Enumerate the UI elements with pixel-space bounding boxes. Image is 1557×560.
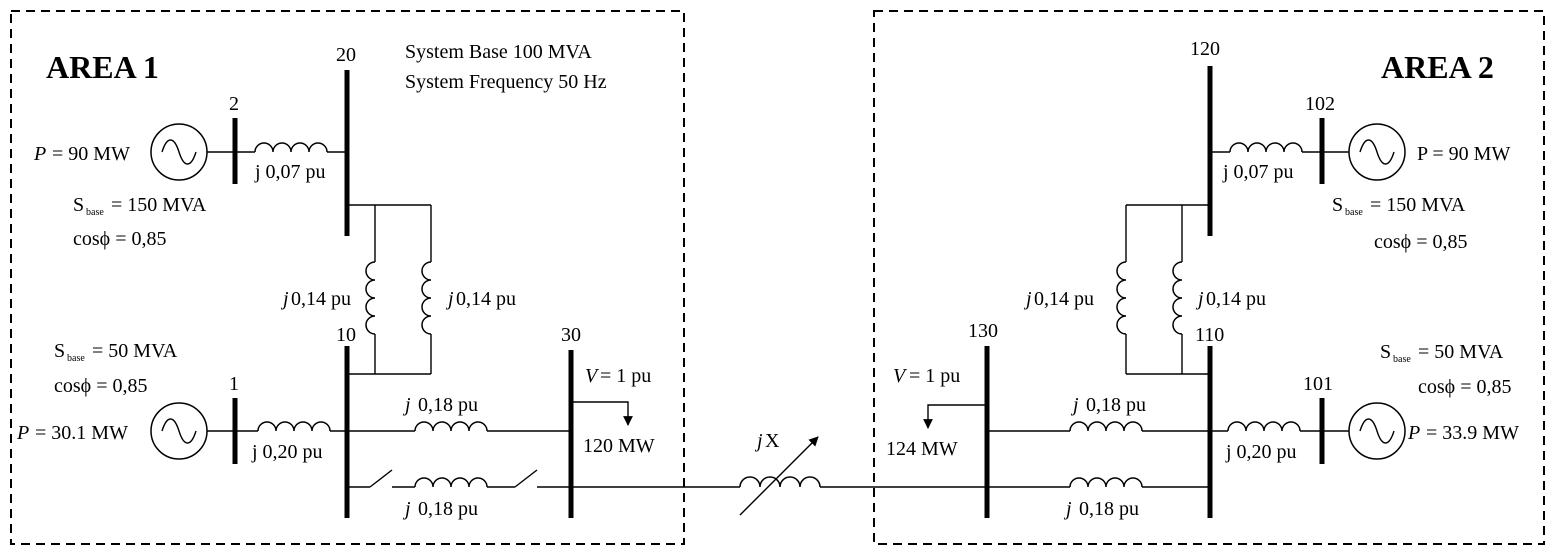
impedance-10-20-right-j: j	[445, 288, 454, 310]
generator-101-sine-icon	[1359, 418, 1395, 444]
inductor-110-120-right	[1172, 261, 1183, 335]
bus-30-label: 30	[561, 324, 581, 346]
gen1-sbase-subscript: base	[67, 353, 85, 364]
gen102-power-factor: cosϕ = 0,85	[1374, 231, 1467, 253]
switch-10-30-a[interactable]	[369, 469, 393, 488]
impedance-10-20-left-j: j	[280, 288, 289, 310]
gen102-sbase-subscript: base	[1345, 207, 1363, 218]
area1-boundary	[10, 10, 685, 545]
gen102-sbase-symbol: S	[1332, 194, 1343, 216]
gen2-sbase-symbol: S	[73, 194, 84, 216]
impedance-1-10: j 0,20 pu	[251, 441, 323, 463]
tie-line-inductor	[739, 476, 821, 488]
inductor-10-30-switched	[414, 477, 488, 488]
bus130-v-value: = 1 pu	[909, 365, 960, 387]
inductor-10-30	[414, 421, 488, 432]
bus-101-label: 101	[1303, 373, 1333, 395]
gen2-p-symbol: P	[33, 143, 46, 165]
impedance-10-20-left-value: 0,14 pu	[291, 288, 351, 310]
switch-10-30-b[interactable]	[514, 469, 538, 488]
inductor-1-10	[257, 421, 331, 432]
gen2-sbase-subscript: base	[86, 207, 104, 218]
generator-2-sine-icon	[161, 139, 197, 165]
impedance-110-130b-value: 0,18 pu	[1079, 498, 1139, 520]
impedance-110-130-j: j	[1070, 394, 1079, 416]
bus130-load-value: 124 MW	[886, 438, 958, 460]
impedance-101-110: j 0,20 pu	[1225, 441, 1297, 463]
gen1-sbase-value: = 50 MVA	[92, 340, 178, 362]
impedance-10-30b-j: j	[402, 498, 411, 520]
gen101-sbase-value: = 50 MVA	[1418, 341, 1504, 363]
load-130-arrow	[923, 404, 987, 429]
gen1-p-symbol: P	[16, 422, 29, 444]
bus-120-label: 120	[1190, 38, 1220, 60]
inductor-102-120	[1229, 142, 1303, 153]
impedance-110-120-left-j: j	[1023, 288, 1032, 310]
bus130-v-symbol: V	[893, 365, 908, 387]
impedance-102-120: j 0,07 pu	[1222, 161, 1294, 183]
load-30-arrow	[571, 401, 633, 426]
bus30-load-value: 120 MW	[583, 435, 655, 457]
inductor-110-120-left	[1116, 261, 1127, 335]
inductor-110-130-second	[1069, 477, 1143, 488]
gen2-p-value: = 90 MW	[52, 143, 130, 165]
gen101-sbase-symbol: S	[1380, 341, 1391, 363]
generator-1-sine-icon	[161, 418, 197, 444]
system-base-label: System Base 100 MVA	[405, 41, 592, 63]
impedance-10-30-j: j	[402, 394, 411, 416]
inductor-101-110	[1227, 421, 1301, 432]
area1-title: AREA 1	[46, 49, 159, 85]
impedance-10-20-right-value: 0,14 pu	[456, 288, 516, 310]
gen1-sbase-symbol: S	[54, 340, 65, 362]
bus-130-label: 130	[968, 320, 998, 342]
bus30-v-symbol: V	[585, 365, 600, 387]
gen101-p-value: = 33.9 MW	[1426, 422, 1519, 444]
gen102-sbase-value: = 150 MVA	[1370, 194, 1466, 216]
impedance-110-120-right-value: 0,14 pu	[1206, 288, 1266, 310]
inductor-10-20-right	[421, 261, 432, 335]
bus-102-label: 102	[1305, 93, 1335, 115]
impedance-110-120-right-j: j	[1195, 288, 1204, 310]
bus-20-label: 20	[336, 44, 356, 66]
gen101-power-factor: cosϕ = 0,85	[1418, 376, 1511, 398]
bus-110-label: 110	[1195, 324, 1224, 346]
impedance-110-120-left-value: 0,14 pu	[1034, 288, 1094, 310]
inductor-10-20-left	[365, 261, 376, 335]
area2-boundary	[873, 10, 1545, 545]
generator-102-sine-icon	[1359, 139, 1395, 165]
tie-line-x: X	[765, 430, 780, 452]
bus-10-label: 10	[336, 324, 356, 346]
gen101-sbase-subscript: base	[1393, 354, 1411, 365]
gen102-p-value: P = 90 MW	[1417, 143, 1510, 165]
system-frequency-label: System Frequency 50 Hz	[405, 71, 607, 93]
area2-title: AREA 2	[1381, 49, 1494, 85]
inductor-110-130	[1069, 421, 1143, 432]
impedance-110-130-value: 0,18 pu	[1086, 394, 1146, 416]
bus-2-label: 2	[229, 93, 239, 115]
bus-1-label: 1	[229, 373, 239, 395]
impedance-10-30-value: 0,18 pu	[418, 394, 478, 416]
impedance-2-20: j 0,07 pu	[254, 161, 326, 183]
impedance-110-130b-j: j	[1063, 498, 1072, 520]
inductor-2-20	[254, 142, 328, 153]
gen2-sbase-value: = 150 MVA	[111, 194, 207, 216]
gen2-power-factor: cosϕ = 0,85	[73, 228, 166, 250]
bus30-v-value: = 1 pu	[600, 365, 651, 387]
impedance-10-30b-value: 0,18 pu	[418, 498, 478, 520]
tie-line-variable-arrow[interactable]	[739, 436, 819, 516]
gen1-power-factor: cosϕ = 0,85	[54, 375, 147, 397]
tie-line-j: j	[754, 430, 763, 452]
gen101-p-symbol: P	[1407, 422, 1420, 444]
gen1-p-value: = 30.1 MW	[35, 422, 128, 444]
